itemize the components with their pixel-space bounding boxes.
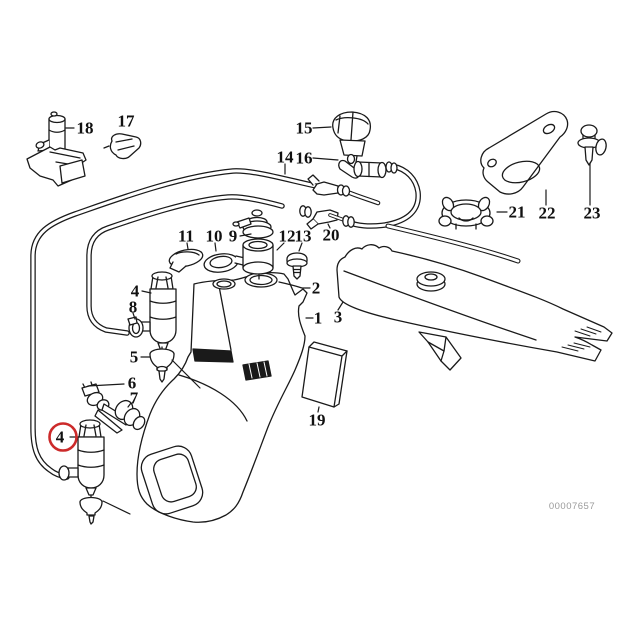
part-label-1: 1 bbox=[313, 308, 323, 328]
pump-4-upper-drawing bbox=[139, 271, 177, 352]
part-label-8: 8 bbox=[128, 297, 138, 317]
reservoir-1-drawing bbox=[136, 271, 308, 523]
part-label-5: 5 bbox=[129, 347, 139, 367]
part-label-16: 16 bbox=[295, 148, 313, 168]
filter-12-drawing bbox=[242, 238, 274, 280]
nozzle-15-drawing bbox=[332, 111, 372, 163]
part-label-21: 21 bbox=[508, 202, 526, 222]
part-label-7: 7 bbox=[129, 388, 139, 408]
part-label-23: 23 bbox=[583, 203, 601, 223]
grommet-7-drawing bbox=[114, 399, 146, 431]
part-label-20: 20 bbox=[322, 225, 340, 245]
part-label-10: 10 bbox=[205, 226, 223, 246]
cap-9-drawing bbox=[232, 209, 274, 244]
part-label-6: 6 bbox=[127, 373, 137, 393]
rivet-23-drawing bbox=[577, 124, 607, 166]
part-label-4b: 4 bbox=[55, 427, 65, 447]
part-label-18: 18 bbox=[76, 118, 94, 138]
tank-3-drawing bbox=[336, 244, 613, 371]
hose-loop-drawing bbox=[346, 163, 421, 229]
part-label-9: 9 bbox=[228, 226, 238, 246]
check-valve-16-drawing bbox=[338, 153, 387, 179]
sticker-19-drawing bbox=[301, 341, 348, 408]
part-label-15: 15 bbox=[295, 118, 313, 138]
clip-17-drawing bbox=[103, 133, 142, 160]
hose-to-tank-drawing bbox=[385, 223, 521, 264]
part-label-4: 4 bbox=[130, 281, 140, 301]
part-label-14: 14 bbox=[276, 147, 294, 167]
grommet-5-drawing bbox=[149, 348, 175, 383]
bracket-18-drawing bbox=[26, 111, 87, 187]
part-label-17: 17 bbox=[117, 111, 135, 131]
hose-fittings-drawing bbox=[299, 161, 398, 230]
clamp-8-drawing bbox=[127, 316, 144, 338]
grommet-21-drawing bbox=[438, 196, 494, 230]
hose-outer-drawing bbox=[30, 168, 319, 480]
lid-10-drawing bbox=[203, 253, 246, 273]
part-label-19: 19 bbox=[308, 410, 326, 430]
bracket-22-drawing bbox=[480, 110, 569, 195]
part-label-3: 3 bbox=[333, 307, 343, 327]
highlight-circle-part-4 bbox=[48, 422, 78, 452]
plug-13-drawing bbox=[286, 252, 308, 280]
part-label-2: 2 bbox=[311, 278, 321, 298]
watermark-text: 00007657 bbox=[548, 501, 596, 512]
cap-11-drawing bbox=[168, 248, 204, 273]
hose-inner-drawing bbox=[86, 194, 285, 336]
pump-4-lower-drawing bbox=[58, 419, 105, 525]
part-label-22: 22 bbox=[538, 203, 556, 223]
part-label-13: 13 bbox=[294, 226, 312, 246]
leader-lines bbox=[65, 126, 591, 515]
part-label-11: 11 bbox=[177, 226, 195, 246]
part-label-12: 12 bbox=[278, 226, 296, 246]
